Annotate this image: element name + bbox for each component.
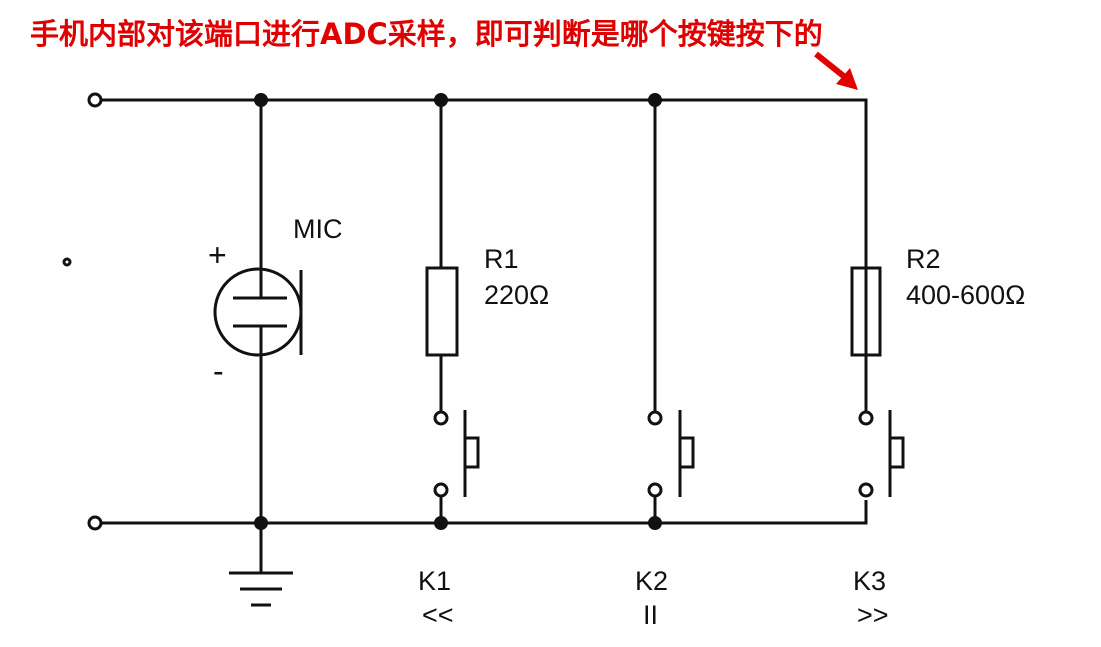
mic-label: MIC: [293, 214, 343, 244]
terminal-top: [87, 92, 103, 108]
mic-minus: -: [213, 353, 224, 389]
annotation-arrow-icon: [814, 51, 858, 90]
terminal-bottom: [87, 515, 103, 531]
ground-icon: [229, 523, 293, 607]
switch-k1: K1 <<: [418, 410, 480, 630]
mic-plus: +: [208, 237, 227, 273]
resistor-r1: R1 220Ω: [425, 100, 549, 412]
k3-symbol: >>: [857, 600, 889, 630]
k3-name: K3: [853, 566, 886, 596]
bottom-rail: [87, 497, 868, 531]
r1-value: 220Ω: [484, 280, 549, 310]
switch-k2: K2 II: [635, 100, 695, 630]
switch-k3: K3 >>: [853, 355, 905, 630]
r2-name: R2: [906, 244, 941, 274]
stray-dot: [62, 257, 72, 267]
r2-value: 400-600Ω: [906, 280, 1025, 310]
r1-name: R1: [484, 244, 519, 274]
k2-symbol: II: [643, 600, 658, 630]
microphone: MIC + -: [208, 100, 343, 523]
k1-name: K1: [418, 566, 451, 596]
annotation-title: 手机内部对该端口进行ADC采样，即可判断是哪个按键按下的: [30, 17, 823, 51]
resistor-r2: R2 400-600Ω: [850, 244, 1025, 357]
top-rail: [87, 92, 868, 410]
k1-symbol: <<: [422, 600, 454, 630]
k2-name: K2: [635, 566, 668, 596]
